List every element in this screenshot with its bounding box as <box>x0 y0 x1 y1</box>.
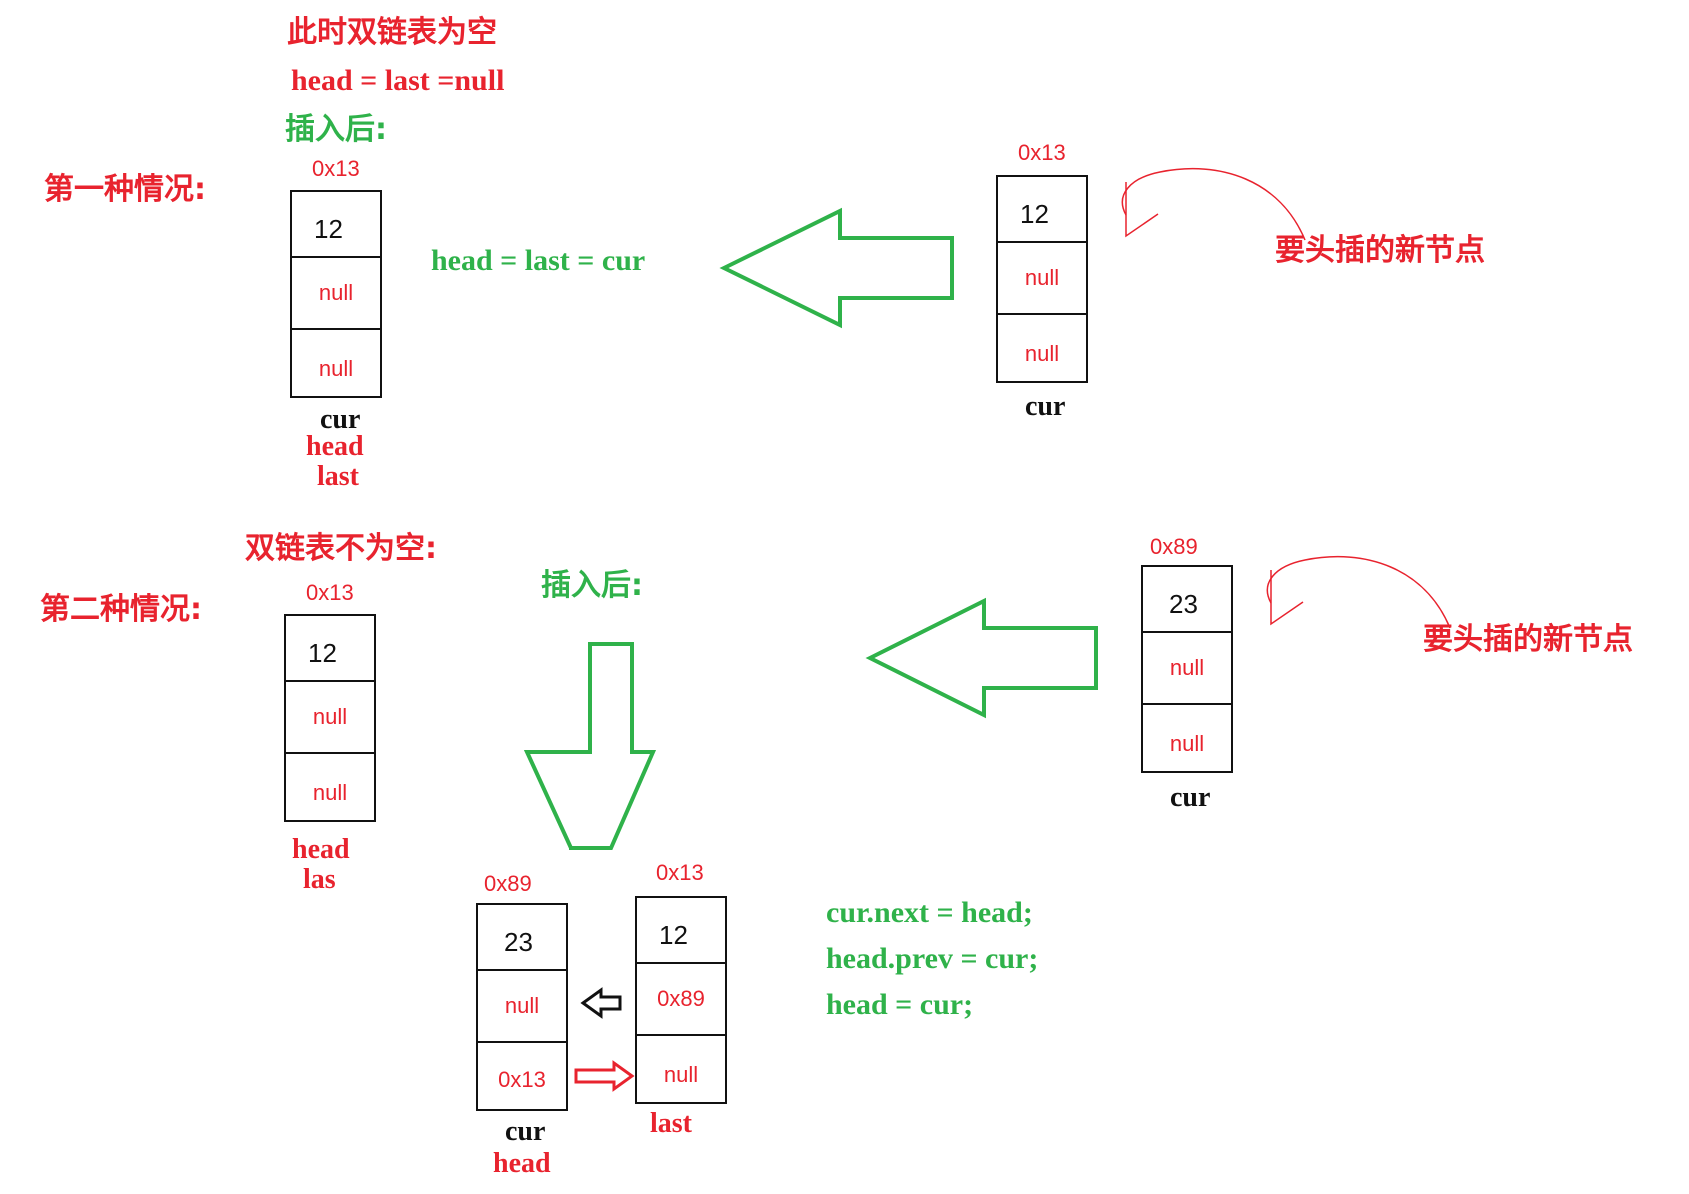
node-next-cell: 0x13 <box>478 1043 566 1109</box>
case2-exist-node-address: 0x13 <box>306 580 354 605</box>
case1-new-node-address: 0x13 <box>1018 140 1066 165</box>
case1-assignment: head = last = cur <box>431 244 646 277</box>
big-left-arrow-case2 <box>865 597 1098 719</box>
node-value-cell: 23 <box>1143 567 1231 633</box>
curve-pointer-head-case1 <box>1125 182 1159 238</box>
node-next-cell: null <box>292 330 380 396</box>
node-value: 12 <box>1020 199 1049 229</box>
case2-exist-head-label: head <box>292 834 350 865</box>
node-next-pointer: null <box>663 1062 699 1087</box>
case2-new-node: 23 null null <box>1141 565 1233 773</box>
node-prev-cell: null <box>478 971 566 1043</box>
node-value-cell: 12 <box>998 177 1086 243</box>
node-prev-pointer: null <box>504 993 540 1018</box>
case1-last-label: last <box>317 461 359 492</box>
node-prev-cell: 0x89 <box>637 964 725 1036</box>
node-next-cell: null <box>637 1036 725 1102</box>
node-prev-pointer: 0x89 <box>657 986 705 1011</box>
prev-link-arrow <box>580 987 622 1019</box>
node-value-cell: 12 <box>292 192 380 258</box>
code-line: head.prev = cur; <box>826 942 1039 975</box>
node-prev-pointer: null <box>318 280 354 305</box>
node-next-pointer: null <box>312 780 348 805</box>
node-value: 12 <box>308 638 337 668</box>
node-prev-cell: null <box>998 243 1086 315</box>
case1-new-node-note: 要头插的新节点 <box>1275 233 1485 268</box>
big-down-arrow-case2 <box>523 642 657 850</box>
case2-result-cur-node: 23 null 0x13 <box>476 903 568 1111</box>
node-next-cell: null <box>286 754 374 820</box>
case2-result-last-label: last <box>650 1108 692 1139</box>
case2-new-node-note: 要头插的新节点 <box>1423 622 1633 657</box>
case2-exist-last-label: las <box>303 864 336 895</box>
node-next-cell: null <box>998 315 1086 381</box>
node-value: 23 <box>1169 589 1198 619</box>
node-next-cell: null <box>1143 705 1231 771</box>
case1-heading: 第一种情况: <box>44 172 206 207</box>
code-line: cur.next = head; <box>826 896 1033 929</box>
node-next-pointer: null <box>318 356 354 381</box>
node-next-pointer: null <box>1024 341 1060 366</box>
case2-new-cur-label: cur <box>1170 782 1211 813</box>
node-prev-pointer: null <box>1169 655 1205 680</box>
case2-new-node-address: 0x89 <box>1150 534 1198 559</box>
case2-existing-node: 12 null null <box>284 614 376 822</box>
next-link-arrow <box>574 1060 635 1092</box>
curve-pointer-case1 <box>1121 168 1306 241</box>
case2-result-old-address: 0x13 <box>656 860 704 885</box>
node-value-cell: 12 <box>637 898 725 964</box>
big-left-arrow-case1 <box>719 207 954 329</box>
case1-new-cur-label: cur <box>1025 391 1066 422</box>
case1-empty-state-title: 此时双链表为空 <box>287 15 497 50</box>
node-value: 12 <box>314 214 343 244</box>
node-prev-cell: null <box>292 258 380 330</box>
case1-cur-label: cur <box>320 404 361 435</box>
case1-result-node: 12 null null <box>290 190 382 398</box>
case2-result-head-label: head <box>493 1148 551 1179</box>
case2-result-cur-label: cur <box>505 1116 546 1147</box>
case2-heading: 第二种情况: <box>40 592 202 627</box>
case1-result-node-address: 0x13 <box>312 156 360 181</box>
case1-init-condition: head = last =null <box>291 64 505 97</box>
node-value-cell: 23 <box>478 905 566 971</box>
case1-new-node: 12 null null <box>996 175 1088 383</box>
node-value-cell: 12 <box>286 616 374 682</box>
case2-result-old-node: 12 0x89 null <box>635 896 727 1104</box>
node-next-pointer: null <box>1169 731 1205 756</box>
case2-after-insert-label: 插入后: <box>541 568 643 603</box>
node-prev-cell: null <box>286 682 374 754</box>
case2-result-cur-address: 0x89 <box>484 871 532 896</box>
node-prev-pointer: null <box>1024 265 1060 290</box>
node-next-pointer: 0x13 <box>498 1067 546 1092</box>
node-value: 23 <box>504 927 533 957</box>
curve-pointer-head-case2 <box>1270 570 1304 626</box>
code-line: head = cur; <box>826 988 974 1021</box>
case2-state-title: 双链表不为空: <box>245 531 437 566</box>
node-prev-pointer: null <box>312 704 348 729</box>
case1-head-label: head <box>306 431 364 462</box>
node-prev-cell: null <box>1143 633 1231 705</box>
case1-after-insert-label: 插入后: <box>285 112 387 147</box>
node-value: 12 <box>659 920 688 950</box>
curve-pointer-case2 <box>1266 556 1451 629</box>
